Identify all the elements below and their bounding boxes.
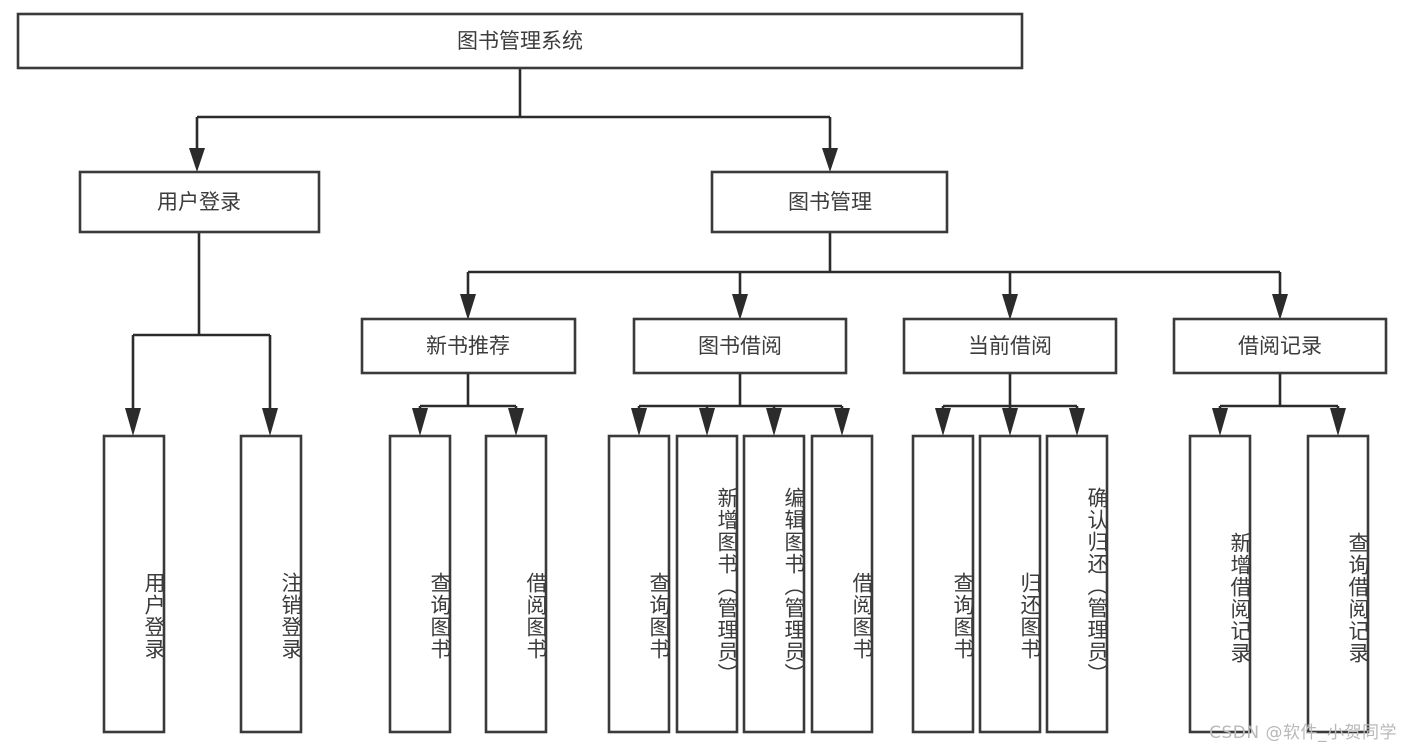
node-current-borrow-label: 当前借阅 — [968, 334, 1052, 358]
node-leaf-query-book-3[interactable] — [911, 434, 975, 734]
node-book-management-label: 图书管理 — [788, 190, 872, 214]
node-book-management[interactable] — [710, 170, 949, 234]
node-leaf-query-record[interactable] — [1306, 434, 1370, 734]
arrow-borrow-record — [1272, 294, 1288, 320]
node-new-book-recommend[interactable] — [360, 317, 577, 375]
arrow-query-record — [1330, 408, 1346, 436]
connector-group-user-login — [125, 232, 278, 436]
arrow-borrow-book-1 — [508, 408, 524, 436]
arrow-query-book-3 — [935, 408, 951, 436]
arrow-leaf-logout — [262, 408, 278, 436]
arrow-book-borrow — [732, 294, 748, 320]
node-borrow-record[interactable] — [1172, 317, 1388, 375]
node-book-borrow-label: 图书借阅 — [698, 334, 782, 358]
node-leaf-add-book[interactable] — [675, 434, 739, 734]
connector-group-root — [189, 68, 838, 172]
arrow-leaf-user-login — [125, 408, 141, 436]
node-leaf-borrow-book-1[interactable] — [484, 434, 548, 734]
node-user-login-label: 用户登录 — [157, 190, 241, 214]
node-leaf-logout[interactable] — [239, 434, 303, 734]
arrow-return-book — [1002, 408, 1018, 436]
connector-group-current-borrow — [935, 373, 1085, 436]
connector-group-borrow-record — [1212, 373, 1346, 436]
node-current-borrow[interactable] — [902, 317, 1118, 375]
arrow-confirm-return — [1069, 408, 1085, 436]
arrow-query-book-2 — [631, 408, 647, 436]
node-leaf-confirm-return[interactable] — [1045, 434, 1109, 734]
arrow-current-borrow — [1002, 294, 1018, 320]
connector-group-book-management — [460, 232, 1288, 320]
arrow-edit-book — [766, 408, 782, 436]
arrow-book-management — [822, 148, 838, 172]
node-new-book-recommend-label: 新书推荐 — [426, 334, 510, 358]
node-leaf-borrow-book-2[interactable] — [810, 434, 874, 734]
arrow-new-book-recommend — [460, 294, 476, 320]
node-book-borrow[interactable] — [632, 317, 848, 375]
node-root-label: 图书管理系统 — [457, 29, 583, 53]
node-leaf-user-login[interactable] — [102, 434, 166, 734]
node-leaf-query-book-2[interactable] — [607, 434, 671, 734]
node-user-login[interactable] — [78, 170, 321, 234]
node-borrow-record-label: 借阅记录 — [1238, 334, 1322, 358]
node-leaf-query-book-1[interactable] — [388, 434, 452, 734]
node-leaf-add-record[interactable] — [1188, 434, 1252, 734]
arrow-query-book-1 — [412, 408, 428, 436]
watermark: CSDN @软件_小贺同学 — [1209, 723, 1397, 743]
node-root[interactable] — [16, 12, 1024, 70]
arrow-borrow-book-2 — [834, 408, 850, 436]
arrow-add-record — [1212, 408, 1228, 436]
connector-group-new-book-recommend — [412, 373, 524, 436]
connector-group-book-borrow — [631, 373, 850, 436]
arrow-user-login — [189, 148, 205, 172]
node-leaf-edit-book[interactable] — [742, 434, 806, 734]
arrow-add-book — [699, 408, 715, 436]
node-leaf-return-book[interactable] — [978, 434, 1042, 734]
